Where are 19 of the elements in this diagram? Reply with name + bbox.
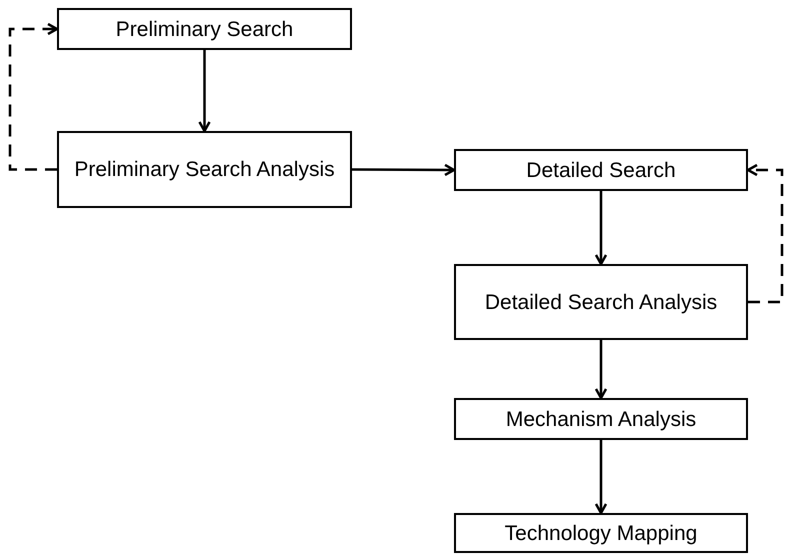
- process-box: [454, 149, 748, 191]
- arrow: [594, 340, 608, 400]
- arrow: [198, 50, 211, 132]
- process-box: [57, 131, 352, 208]
- box-label: Mechanism Analysis: [504, 406, 698, 432]
- box-label: Preliminary Search Analysis: [73, 157, 336, 183]
- dashed-arrow: [8, 22, 58, 171]
- process-box: [57, 8, 352, 50]
- process-box: [454, 398, 748, 440]
- arrow: [352, 164, 456, 176]
- dashed-arrow: [746, 164, 784, 304]
- box-label: Technology Mapping: [504, 520, 698, 546]
- process-box: [454, 264, 748, 340]
- box-label: Detailed Search Analysis: [484, 290, 718, 316]
- arrow: [594, 191, 608, 266]
- box-label: Detailed Search: [525, 158, 677, 184]
- arrow: [594, 440, 608, 514]
- box-label: Preliminary Search: [114, 16, 294, 42]
- process-box: [454, 513, 748, 553]
